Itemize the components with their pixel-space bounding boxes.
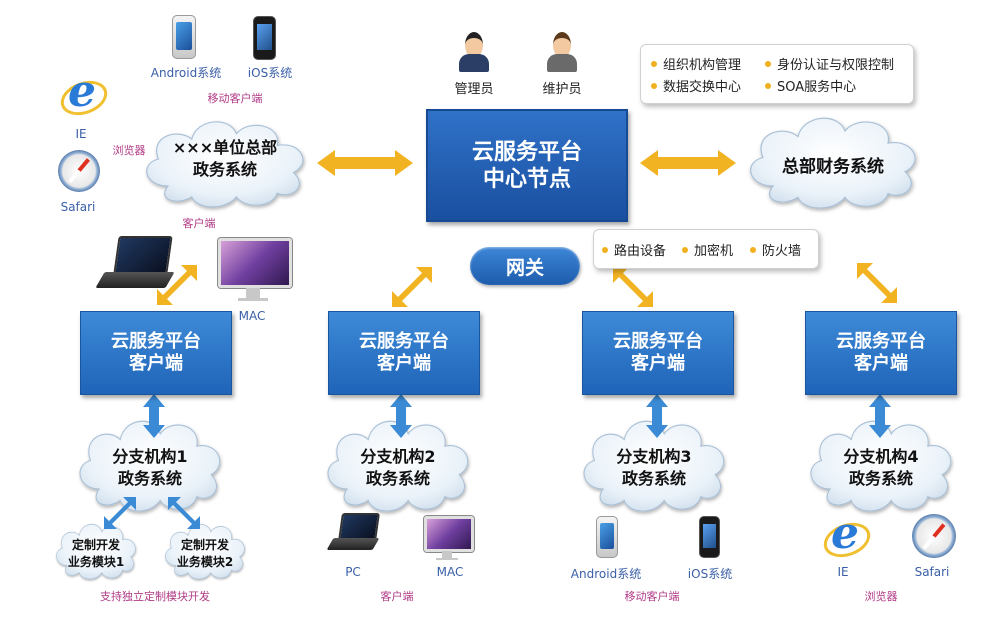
branch3-ios-label: iOS系统	[687, 567, 733, 581]
client-box-1-line1: 云服务平台	[111, 331, 201, 352]
maintainer-avatar-icon	[547, 32, 577, 74]
hq-line2: 政务系统	[192, 160, 257, 179]
branch4-safari-label: Safari	[914, 565, 950, 579]
branch-gov-system-4[interactable]: 分支机构4 政务系统	[826, 446, 936, 490]
cloud-platform-center-node[interactable]: 云服务平台 中心节点	[426, 109, 628, 222]
client-box-3-line1: 云服务平台	[613, 331, 703, 352]
hq-center-arrow	[317, 150, 413, 176]
branch-3-line2: 政务系统	[621, 469, 686, 488]
custom-module-2[interactable]: 定制开发 业务模块2	[165, 537, 245, 571]
center-node-line1: 云服务平台	[471, 139, 582, 165]
ios-phone-icon	[253, 16, 276, 60]
gateway-devices-callout: 路由设备 加密机 防火墙	[593, 229, 819, 269]
center-finance-arrow	[640, 150, 736, 176]
branch-1-line1: 分支机构1	[112, 447, 188, 466]
laptop-icon	[95, 236, 175, 296]
module-2-line1: 定制开发	[180, 538, 229, 552]
hq-mobile-client-label: 移动客户端	[207, 92, 263, 105]
branch4-ie-label: IE	[837, 565, 849, 579]
branch1-caption: 支持独立定制模块开发	[100, 590, 210, 603]
core-services-callout: 组织机构管理 身份认证与权限控制 数据交换中心 SOA服务中心	[640, 44, 914, 104]
branch4-ie-icon: e	[818, 510, 876, 564]
admin-label: 管理员	[454, 82, 494, 97]
client-box-2-line1: 云服务平台	[359, 331, 449, 352]
gateway-device-router: 路由设备	[602, 240, 666, 259]
service-item-soa: SOA服务中心	[765, 76, 856, 95]
gateway-client2-arrow	[392, 267, 432, 307]
imac-icon	[218, 238, 292, 304]
hq-mac-label: MAC	[238, 309, 266, 323]
hq-client-label: 客户端	[182, 217, 216, 230]
custom-module-1[interactable]: 定制开发 业务模块1	[56, 537, 136, 571]
maintainer-label: 维护员	[542, 82, 582, 97]
branch-gov-system-1[interactable]: 分支机构1 政务系统	[95, 446, 205, 490]
client-box-2[interactable]: 云服务平台 客户端	[328, 311, 480, 395]
service-item-org: 组织机构管理	[651, 54, 741, 73]
finance-line1: 总部财务系统	[782, 157, 884, 177]
hq-ios-label: iOS系统	[247, 66, 293, 80]
safari-browser-icon	[58, 150, 100, 192]
center-node-line2: 中心节点	[482, 166, 571, 192]
service-item-auth: 身份认证与权限控制	[765, 54, 894, 73]
client-box-4[interactable]: 云服务平台 客户端	[805, 311, 957, 395]
branch2-mac-label: MAC	[436, 565, 464, 579]
finance-client4-arrow	[857, 263, 897, 303]
branch2-pc-label: PC	[345, 565, 361, 579]
branch4-caption: 浏览器	[864, 590, 898, 603]
module-1-line1: 定制开发	[71, 538, 120, 552]
hq-line1: ×××单位总部	[172, 138, 278, 157]
client-box-2-line2: 客户端	[377, 353, 431, 374]
hq-ie-label: IE	[75, 127, 87, 141]
client-box-3[interactable]: 云服务平台 客户端	[582, 311, 734, 395]
branch-4-line2: 政务系统	[848, 469, 913, 488]
branch-3-line1: 分支机构3	[616, 447, 692, 466]
branch3-android-phone-icon	[596, 516, 618, 558]
branch2-caption: 客户端	[380, 590, 414, 603]
module-1-line2: 业务模块1	[67, 555, 125, 569]
finance-system[interactable]: 总部财务系统	[763, 156, 903, 178]
gateway-client3-arrow	[613, 267, 653, 307]
client-box-3-line2: 客户端	[631, 353, 685, 374]
branch2-imac-icon	[424, 516, 474, 562]
gateway-device-firewall: 防火墙	[750, 240, 801, 259]
gateway-button[interactable]: 网关	[470, 247, 580, 285]
hq-browser-label: 浏览器	[112, 144, 146, 157]
branch4-safari-icon	[912, 514, 956, 558]
client-box-1-line2: 客户端	[129, 353, 183, 374]
branch3-caption: 移动客户端	[624, 590, 680, 603]
android-phone-icon	[172, 15, 196, 59]
client-box-4-line1: 云服务平台	[836, 331, 926, 352]
branch-4-line1: 分支机构4	[843, 447, 919, 466]
admin-avatar-icon	[459, 32, 489, 74]
branch-gov-system-3[interactable]: 分支机构3 政务系统	[599, 446, 709, 490]
ie-browser-icon: e	[55, 68, 113, 122]
branch-gov-system-2[interactable]: 分支机构2 政务系统	[343, 446, 453, 490]
branch3-android-label: Android系统	[570, 567, 642, 581]
client-box-4-line2: 客户端	[854, 353, 908, 374]
branch3-ios-phone-icon	[699, 516, 720, 558]
branch-2-line2: 政务系统	[365, 469, 430, 488]
gateway-device-encryptor: 加密机	[682, 240, 733, 259]
branch-2-line1: 分支机构2	[360, 447, 436, 466]
branch-1-line2: 政务系统	[117, 469, 182, 488]
module-2-line2: 业务模块2	[176, 555, 234, 569]
service-item-data-exchange: 数据交换中心	[651, 76, 741, 95]
hq-gov-system[interactable]: ×××单位总部 政务系统	[165, 137, 285, 181]
pc-laptop-icon	[326, 513, 380, 557]
hq-android-label: Android系统	[150, 66, 222, 80]
client-box-1[interactable]: 云服务平台 客户端	[80, 311, 232, 395]
hq-safari-label: Safari	[60, 200, 96, 214]
